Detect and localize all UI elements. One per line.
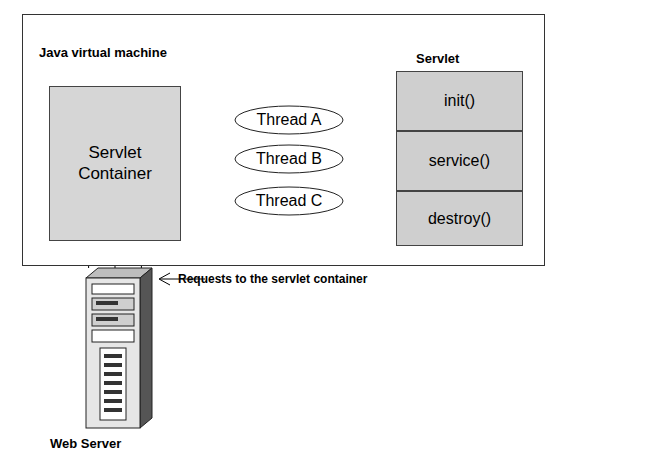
vent-slot (104, 399, 122, 403)
thread-outline (235, 106, 343, 134)
node-label: Servlet Container (58, 143, 172, 184)
container-box: Servlet Container (49, 86, 181, 241)
thread-ellipse: Thread B (234, 144, 344, 174)
node-label: Thread A (257, 110, 322, 129)
thread-ellipse: Thread C (234, 186, 344, 216)
thread-ellipse: Thread A (234, 105, 344, 135)
vent-slot (104, 408, 122, 412)
vent-slots (104, 354, 122, 412)
web-server-tower (86, 268, 152, 428)
method-cell: init() (396, 71, 523, 131)
servlet-stack: init() service() destroy() Servlet (396, 51, 523, 246)
node-heading: Servlet (416, 51, 459, 67)
vent-slot (104, 372, 122, 376)
annotation-label: Requests to the servlet container (178, 272, 367, 286)
thread-outline (235, 187, 343, 215)
vent-slot (104, 381, 122, 385)
jvm-frame: Servlet Container Thread A Thread B Thread … (22, 14, 545, 266)
vent-slot (104, 363, 122, 367)
method-cell: destroy() (396, 191, 523, 246)
vent-slot (104, 390, 122, 394)
method-cell: service() (396, 131, 523, 191)
node-label: destroy() (428, 209, 491, 228)
node-label: Thread C (256, 191, 323, 210)
web-server: Web Server (48, 268, 160, 454)
vent-slot (104, 354, 122, 358)
thread-outline (235, 145, 343, 173)
node-label: init() (444, 91, 475, 110)
node-heading: Java virtual machine (39, 45, 167, 61)
node-heading: Web Server (50, 436, 121, 452)
node-label: service() (429, 151, 490, 170)
node-label: Thread B (256, 149, 322, 168)
